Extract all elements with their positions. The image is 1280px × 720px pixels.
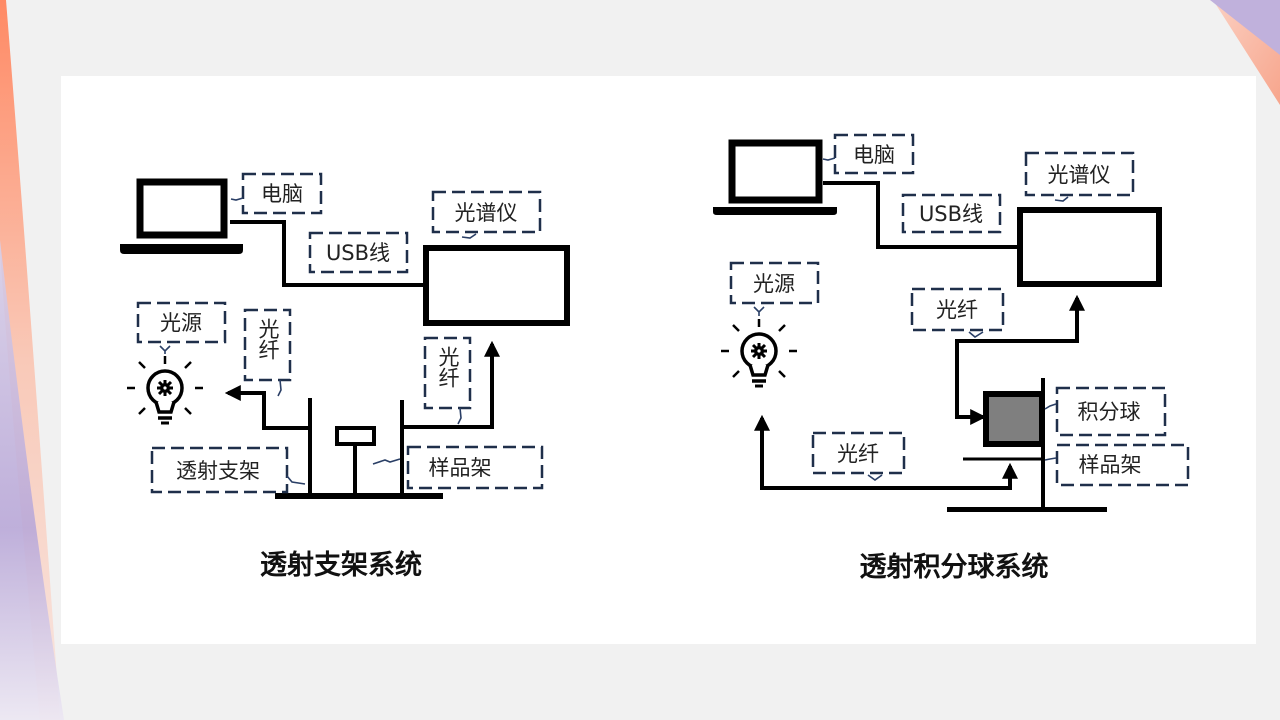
right-diagram-title: 透射积分球系统	[860, 551, 1049, 583]
label-computer-text: 电脑	[853, 143, 895, 167]
label-integrating-sphere-text: 积分球	[1078, 400, 1141, 424]
usb-cable-line	[230, 220, 425, 287]
decor-corner-purple	[1210, 0, 1280, 55]
label-fiber-left: 光纤	[243, 308, 292, 397]
label-fiber-right-text: 光纤	[436, 346, 460, 388]
label-fiber-lower-text: 光纤	[837, 442, 879, 466]
label-usb-text: USB线	[919, 202, 983, 226]
label-spectrometer-text: 光谱仪	[1048, 163, 1111, 187]
label-sample-holder-text: 样品架	[1079, 453, 1142, 477]
label-transmission-stand: 透射支架	[150, 446, 306, 494]
fiber-line-lower	[754, 414, 1018, 490]
label-fiber-lower: 光纤	[811, 431, 906, 481]
label-transmission-stand-text: 透射支架	[176, 459, 260, 483]
spectrometer-box	[423, 245, 570, 326]
laptop-icon	[713, 139, 837, 215]
fiber-line-right	[402, 340, 500, 429]
label-usb-cable: USB线	[901, 193, 1002, 234]
label-usb-cable: USB线	[308, 231, 409, 274]
laptop-icon	[120, 178, 243, 254]
left-diagram: 电脑 USB线 光谱仪 光源 光纤 光纤 透射支架	[120, 172, 570, 581]
label-computer-text: 电脑	[261, 182, 303, 206]
label-fiber-right: 光纤	[423, 336, 472, 425]
left-diagram-title: 透射支架系统	[260, 549, 422, 581]
stand-base	[947, 507, 1107, 512]
label-sample-holder: 样品架	[1044, 443, 1190, 487]
label-spectrometer: 光谱仪	[1024, 151, 1135, 202]
label-fiber-upper: 光纤	[910, 287, 1005, 338]
label-integrating-sphere: 积分球	[1044, 386, 1167, 437]
label-computer: 电脑	[230, 172, 323, 215]
label-light-source-text: 光源	[753, 272, 795, 296]
label-sample-holder: 样品架	[372, 445, 544, 490]
label-sample-holder-text: 样品架	[429, 456, 492, 480]
fiber-line-left	[224, 385, 310, 430]
label-usb-text: USB线	[326, 241, 390, 265]
usb-cable-line	[823, 181, 1017, 249]
decor-stripe-orange	[0, 0, 60, 720]
content-panel	[61, 76, 1256, 644]
label-light-source-text: 光源	[160, 311, 202, 335]
sample-on-holder	[335, 426, 376, 446]
label-computer: 电脑	[822, 133, 915, 175]
label-spectrometer: 光谱仪	[431, 190, 542, 239]
spectrometer-box	[1017, 207, 1162, 287]
label-fiber-upper-text: 光纤	[936, 298, 978, 322]
label-light-source: 光源	[136, 301, 227, 354]
integrating-sphere	[983, 391, 1045, 447]
decor-stripe-purple	[0, 240, 64, 720]
right-diagram: 电脑 USB线 光谱仪 光源 光纤 光纤 积分球	[713, 133, 1190, 583]
label-fiber-left-text: 光纤	[256, 318, 280, 360]
label-spectrometer-text: 光谱仪	[455, 201, 518, 225]
label-light-source: 光源	[729, 261, 820, 316]
stand-base	[275, 493, 443, 499]
